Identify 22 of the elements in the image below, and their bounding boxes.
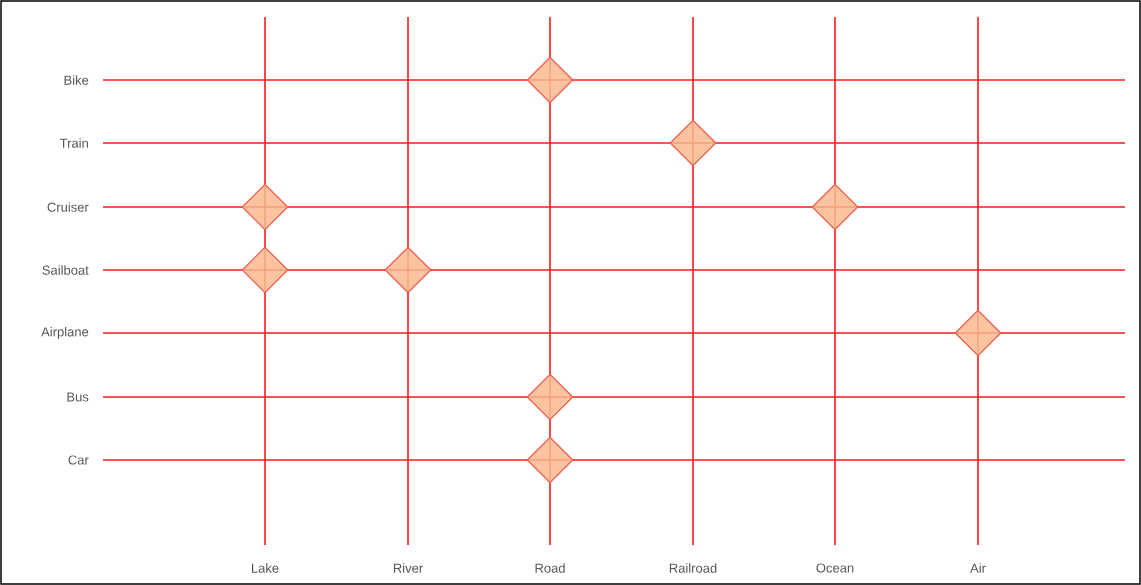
column-label: Road — [535, 563, 565, 573]
column-label: Railroad — [669, 563, 717, 573]
row-label: Train — [59, 138, 88, 148]
column-label: Air — [970, 563, 986, 573]
diamond-marker — [241, 183, 289, 231]
column-label: Lake — [252, 563, 279, 573]
diamond-marker — [526, 373, 574, 421]
diamond-marker — [669, 119, 717, 167]
diamond-marker — [384, 246, 432, 294]
diamond-marker — [954, 309, 1002, 357]
diamond-marker — [811, 183, 859, 231]
column-label: Ocean — [816, 563, 854, 573]
row-label: Sailboat — [42, 265, 89, 275]
row-label: Car — [68, 455, 89, 465]
diamond-marker — [526, 436, 574, 484]
row-label: Cruiser — [47, 202, 89, 212]
row-label: Bike — [64, 75, 89, 85]
diamond-marker — [241, 246, 289, 294]
diamond-marker — [526, 56, 574, 104]
column-label: River — [393, 563, 423, 573]
row-label: Airplane — [41, 326, 89, 340]
row-label: Bus — [67, 392, 89, 402]
